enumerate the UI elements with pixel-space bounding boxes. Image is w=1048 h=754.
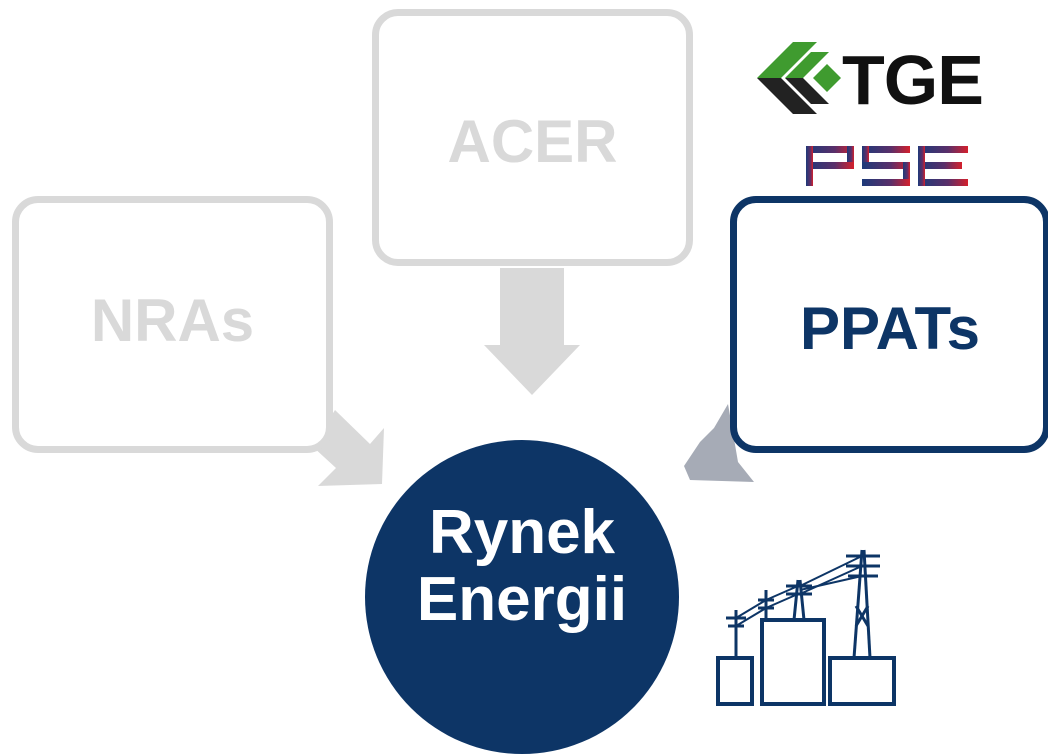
pse-logo-icon [806,146,968,186]
tge-logo-text: TGE [842,41,984,119]
power-grid-icon [716,549,896,706]
ppats-node: PPATs [730,196,1048,453]
tge-logo-icon [757,42,841,114]
energy-market-circle: Rynek Energii [365,440,679,754]
nras-node: NRAs [12,196,333,453]
nras-label: NRAs [90,287,255,354]
acer-label: ACER [447,108,618,175]
ppats-arrow [684,404,754,482]
ppats-label: PPATs [799,295,981,362]
center-label-line2: Energii [416,565,628,634]
acer-node: ACER [372,9,693,266]
acer-arrow [484,268,580,395]
center-label-line1: Rynek [428,498,616,568]
